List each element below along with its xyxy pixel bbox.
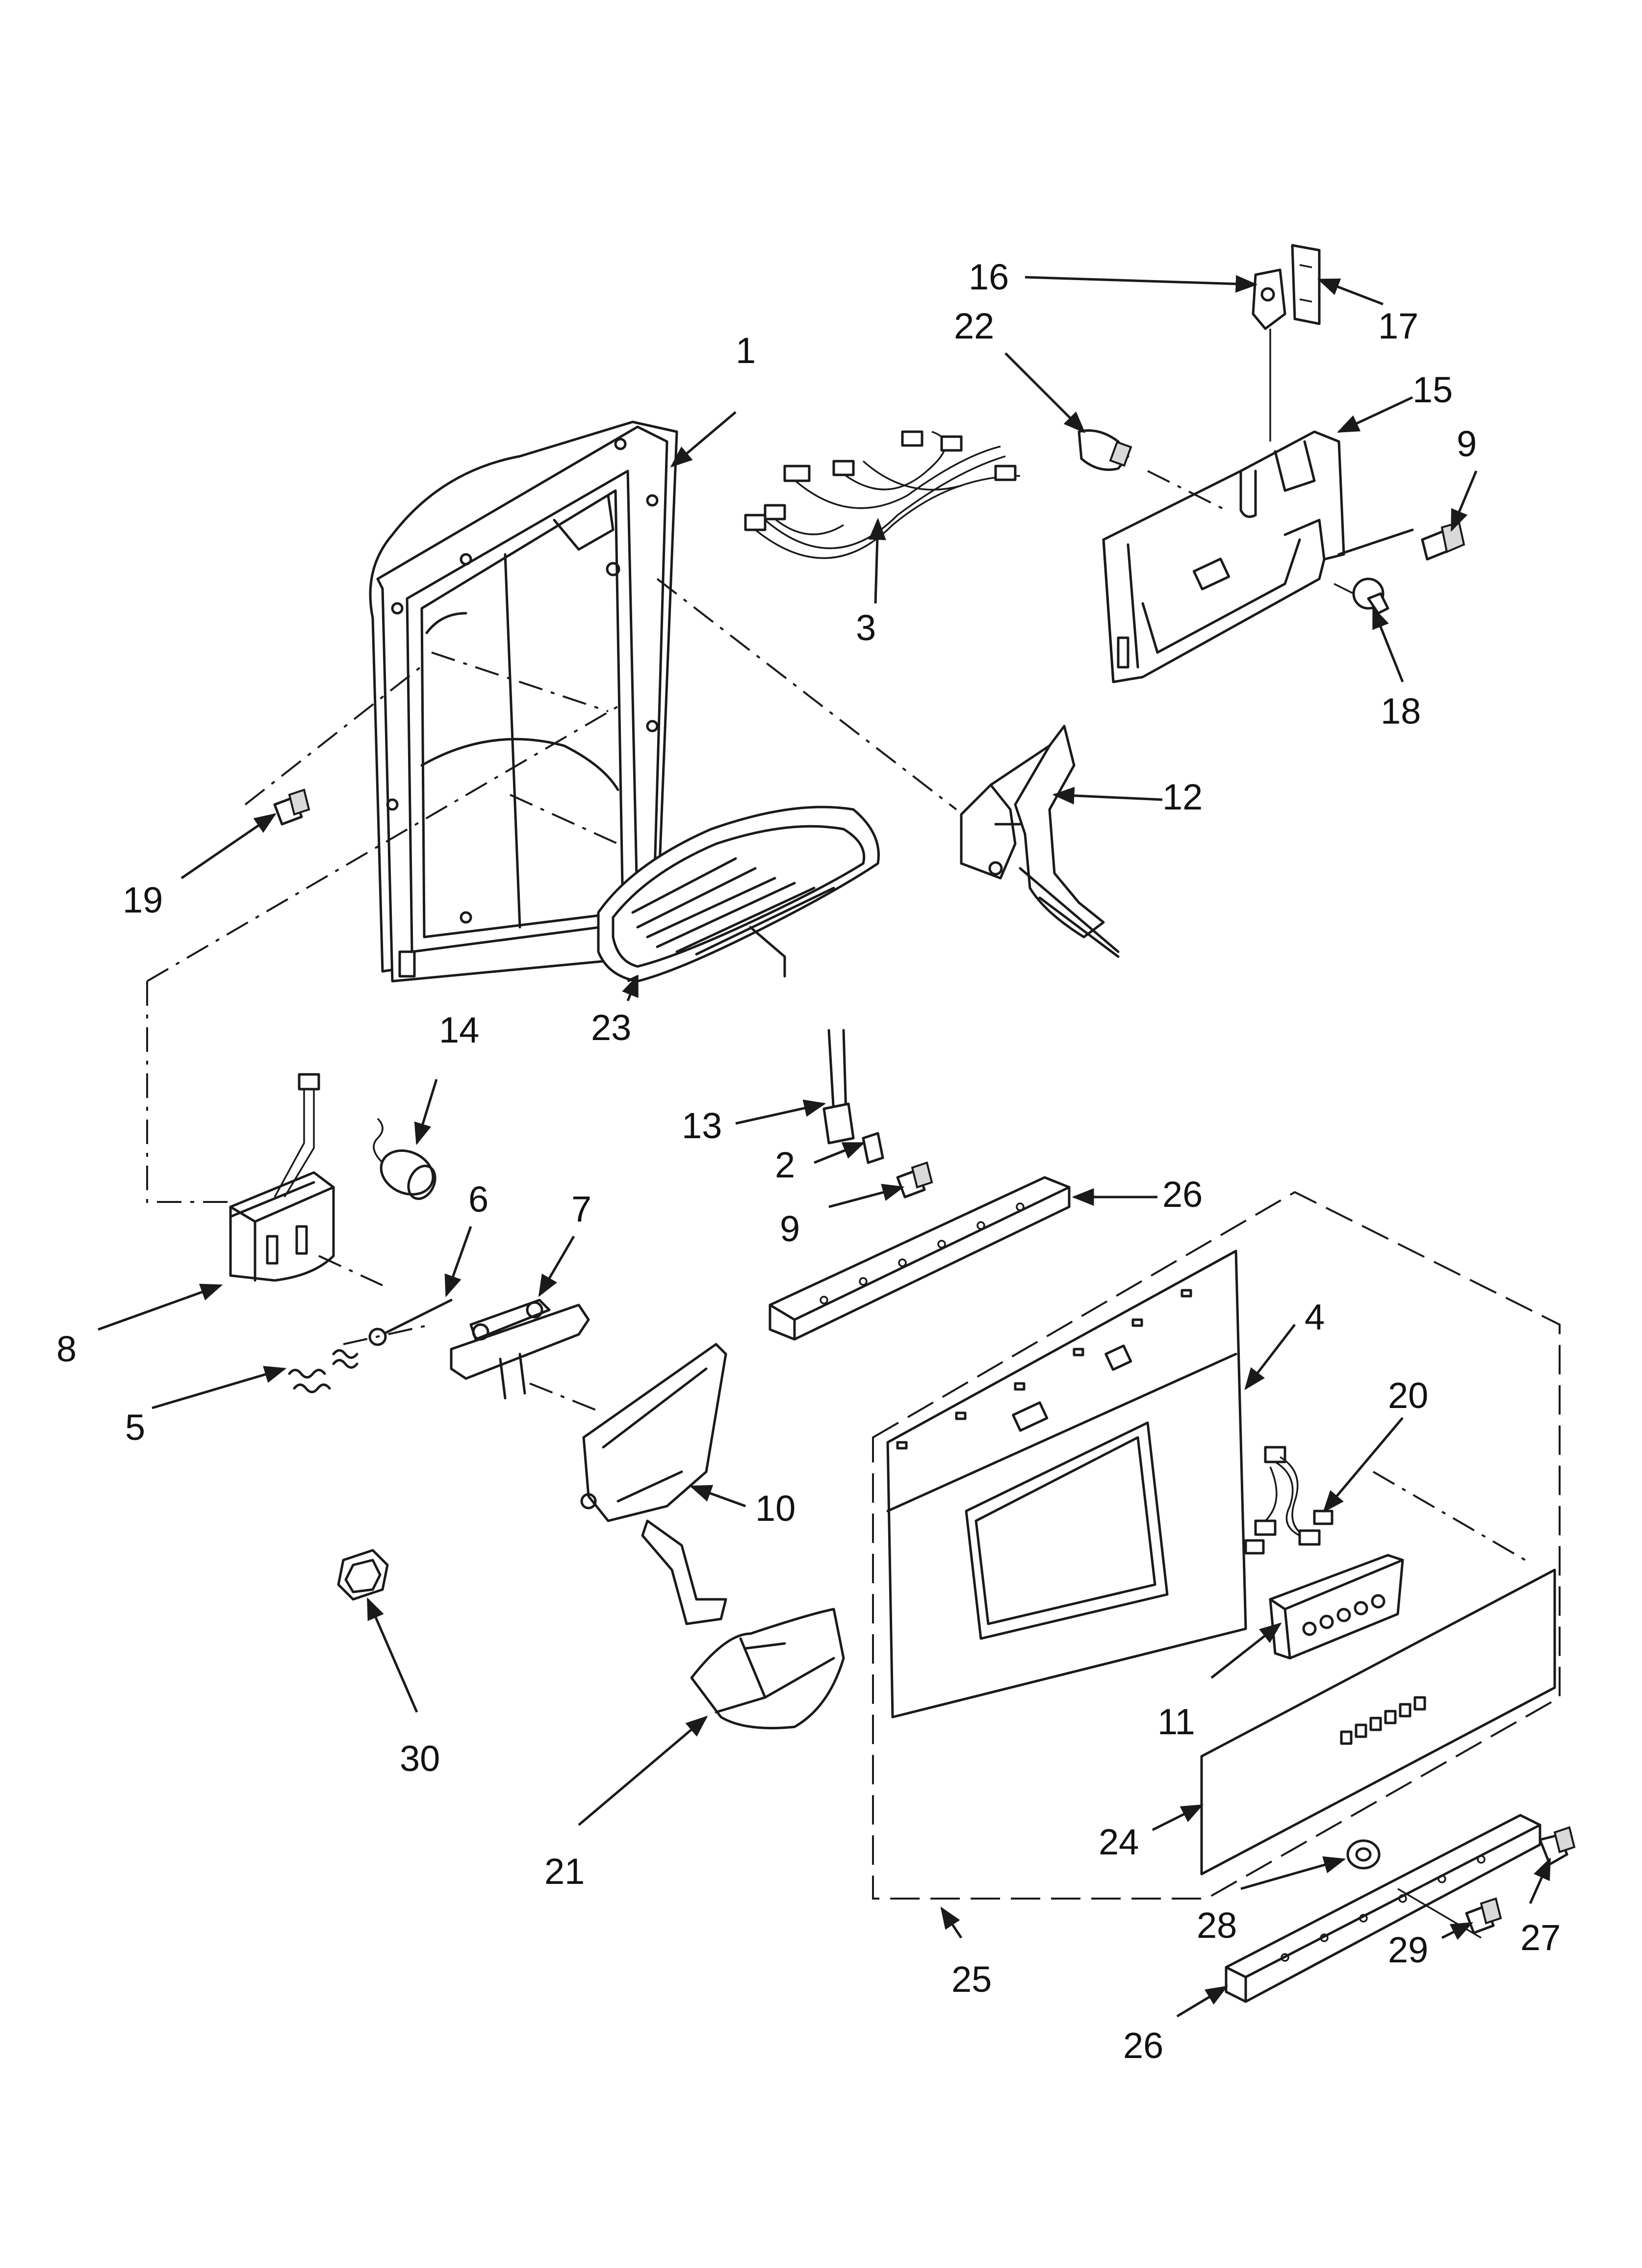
callout-19: 19 xyxy=(123,880,163,920)
part-7-bracket xyxy=(450,1299,604,1414)
part-26-upper-rail xyxy=(769,1176,1071,1341)
part-27-screw xyxy=(1539,1826,1576,1866)
callout-13: 13 xyxy=(682,1105,722,1146)
part-24-keypad-overlay xyxy=(1200,1471,1556,1876)
callout-8: 8 xyxy=(56,1329,77,1369)
part-6-pin xyxy=(368,1299,453,1346)
callout-7: 7 xyxy=(571,1189,591,1229)
part-5-springs xyxy=(288,1349,359,1393)
callout-4: 4 xyxy=(1305,1297,1325,1337)
callout-10: 10 xyxy=(755,1488,795,1529)
part-12-actuator-lever xyxy=(960,725,1120,958)
part-15-control-housing xyxy=(1102,430,1414,683)
callout-24: 24 xyxy=(1099,1822,1139,1862)
leader-lines xyxy=(98,275,1551,2018)
callout-26-upper: 26 xyxy=(1162,1174,1203,1215)
part-14-motor xyxy=(373,1118,436,1200)
part-22-bulb xyxy=(1078,429,1132,471)
callout-11: 11 xyxy=(1157,1701,1195,1742)
part-21-chute-funnel xyxy=(690,1608,845,1729)
part-16-switch xyxy=(1252,268,1286,442)
part-10-chute-door xyxy=(580,1343,727,1625)
callout-22: 22 xyxy=(954,306,994,346)
part-20-harness xyxy=(1244,1446,1334,1555)
part-3-wire-harness xyxy=(744,430,1021,559)
part-23-drip-tray xyxy=(597,806,880,983)
callout-21: 21 xyxy=(544,1851,585,1892)
part-9-screw-upper xyxy=(1421,521,1465,561)
callout-2: 2 xyxy=(775,1145,795,1185)
callout-12: 12 xyxy=(1162,777,1203,817)
callout-27: 27 xyxy=(1520,1917,1561,1958)
callout-15: 15 xyxy=(1412,369,1453,410)
callout-30: 30 xyxy=(400,1738,440,1779)
callout-20: 20 xyxy=(1388,1375,1428,1416)
callout-3: 3 xyxy=(856,607,876,648)
part-13-clip xyxy=(822,1029,855,1145)
callout-labels: 1 3 16 22 17 15 9 18 12 19 23 14 13 2 9 … xyxy=(56,257,1561,2066)
callout-6: 6 xyxy=(468,1179,488,1220)
part-18-lamp-socket xyxy=(1334,577,1389,615)
part-9-screw-mid xyxy=(896,1161,933,1199)
callout-9-upper: 9 xyxy=(1457,423,1477,464)
callout-14: 14 xyxy=(439,1010,479,1050)
callout-26-lower: 26 xyxy=(1123,2025,1163,2066)
part-30-nut xyxy=(337,1549,389,1601)
callout-1: 1 xyxy=(736,330,756,371)
part-17-plate xyxy=(1291,244,1321,325)
callout-9-mid: 9 xyxy=(780,1208,800,1249)
part-19-screw xyxy=(273,788,310,826)
part-11-control-board xyxy=(1269,1554,1404,1660)
callout-28: 28 xyxy=(1197,1905,1237,1946)
part-2-tab xyxy=(862,1132,884,1164)
callout-16: 16 xyxy=(969,257,1009,297)
part-4-front-panel xyxy=(886,1250,1247,1719)
callout-23: 23 xyxy=(591,1007,631,1048)
part-8-solenoid xyxy=(229,1073,335,1282)
callout-18: 18 xyxy=(1381,691,1421,731)
part-28-grommet xyxy=(1346,1839,1381,1870)
assembly-lines xyxy=(146,578,957,1345)
callout-17: 17 xyxy=(1378,306,1418,346)
part-29-screw xyxy=(1465,1897,1502,1934)
callout-29: 29 xyxy=(1388,1929,1428,1970)
callout-5: 5 xyxy=(125,1407,145,1448)
part-25-assembly-outline xyxy=(872,1191,1561,1900)
callout-25: 25 xyxy=(951,1959,992,2000)
